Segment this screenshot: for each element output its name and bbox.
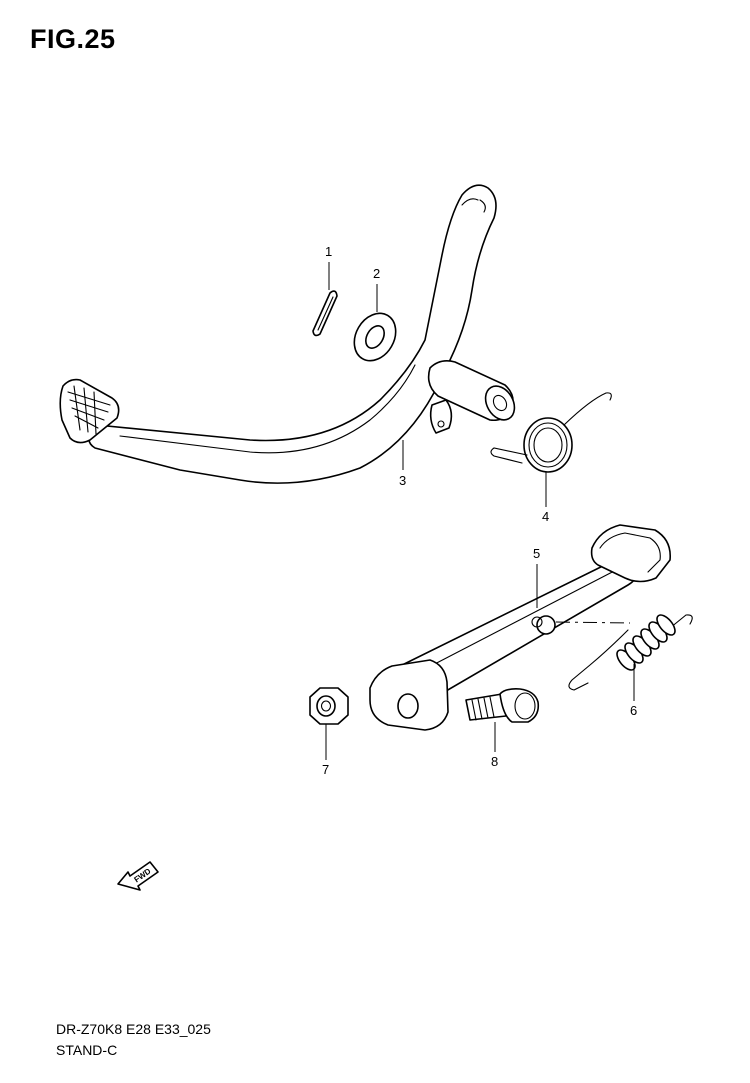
callout-number: 5 [533, 546, 540, 561]
callout-number: 6 [630, 703, 637, 718]
callout-6: 2 [373, 266, 380, 312]
assembly-line [555, 621, 631, 624]
callout-7: 1 [325, 244, 332, 290]
figure-title: FIG.25 [30, 24, 116, 54]
callout-number: 4 [542, 509, 549, 524]
washer-part [353, 312, 397, 362]
callout-1: 5 [533, 546, 540, 608]
callout-2: 8 [491, 722, 498, 769]
side-stand-part [369, 524, 672, 731]
fwd-arrow-icon [117, 861, 159, 891]
callout-number: 3 [399, 473, 406, 488]
section-name-label: STAND-C [56, 1042, 118, 1058]
callout-8: 4 [542, 472, 549, 524]
callout-5: 3 [399, 440, 406, 488]
cotter-pin-part [312, 290, 338, 337]
callout-number: 1 [325, 244, 332, 259]
torsion-spring-part [490, 392, 612, 473]
callout-number: 2 [373, 266, 380, 281]
callout-3: 7 [322, 724, 329, 777]
callout-number: 8 [491, 754, 498, 769]
fwd-direction-indicator: FWD [117, 861, 159, 891]
stand-spring-part [568, 614, 693, 691]
bolt-part [465, 688, 540, 723]
model-code-label: DR-Z70K8 E28 E33_025 [56, 1021, 211, 1037]
nut-part [309, 687, 349, 725]
callout-4: 6 [630, 664, 637, 718]
brake-pedal-part [59, 184, 516, 484]
callout-number: 7 [322, 762, 329, 777]
